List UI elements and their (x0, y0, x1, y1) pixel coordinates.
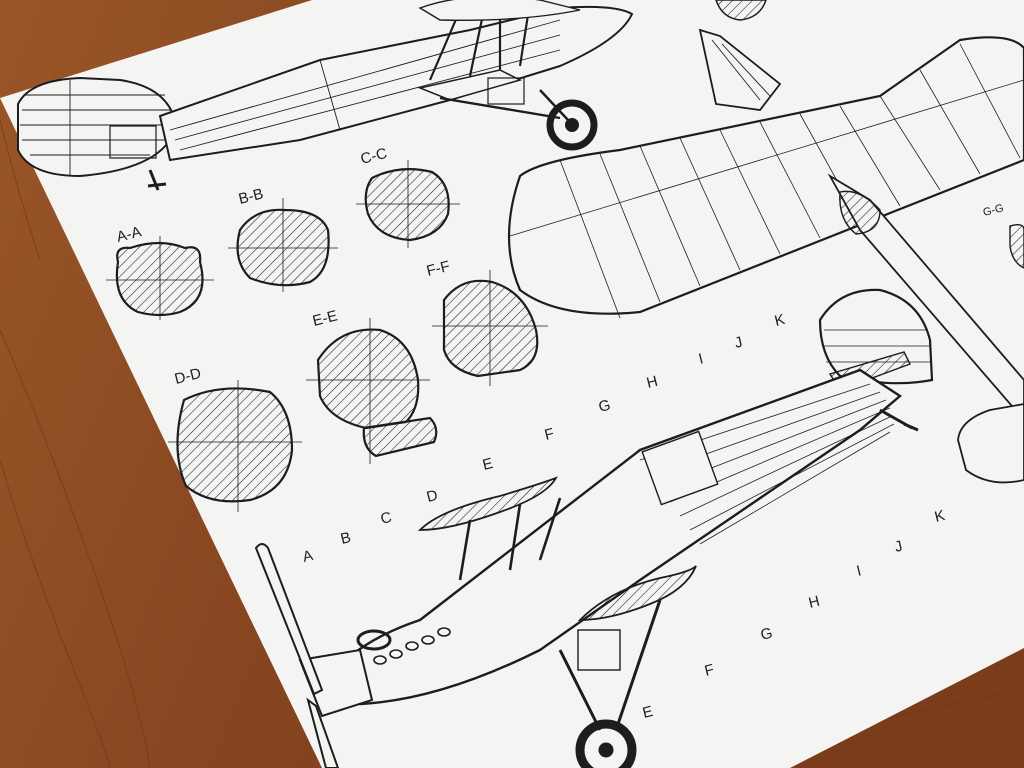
label-section-c-c: C-C (359, 145, 389, 168)
label-section-e-e: E-E (311, 307, 339, 330)
station-lower-a: A (301, 547, 315, 566)
station-upper-j: J (733, 334, 744, 352)
station-upper-h: H (645, 373, 660, 392)
station-labels-lower: A B C D E F G H I J K (301, 487, 947, 722)
section-a-a (106, 236, 214, 320)
label-section-f-f: F-F (425, 258, 452, 280)
section-c-c (356, 160, 460, 248)
station-upper-i: I (697, 350, 705, 368)
top-view-wings (507, 0, 1024, 484)
label-section-d-d: D-D (173, 365, 203, 388)
station-upper-e: E (481, 455, 495, 474)
station-lower-k: K (933, 507, 947, 526)
station-lower-c: C (379, 509, 394, 528)
station-lower-g: G (759, 625, 774, 644)
section-labels: A-A B-B C-C D-D E-E F-F G-G (115, 145, 1005, 388)
section-e-e (306, 318, 438, 464)
station-lower-h: H (807, 593, 822, 612)
station-upper-g: G (597, 397, 612, 416)
label-section-b-b: B-B (237, 185, 265, 208)
station-lower-b: B (339, 529, 353, 548)
cross-sections (106, 160, 548, 512)
label-section-g-g: G-G (982, 202, 1005, 219)
station-lower-i: I (855, 562, 863, 580)
station-lower-j: J (893, 538, 904, 556)
side-view-aircraft-top (17, 0, 634, 191)
section-f-f (432, 270, 548, 386)
station-lower-d: D (425, 487, 440, 506)
station-lower-f: F (703, 661, 716, 680)
station-labels-upper: E F G H I J K (481, 311, 787, 474)
section-b-b (228, 198, 338, 292)
station-upper-f: F (543, 425, 556, 444)
station-lower-e: E (641, 703, 655, 722)
label-section-a-a: A-A (115, 223, 143, 246)
station-upper-k: K (773, 311, 787, 330)
side-view-aircraft-bottom (254, 288, 934, 768)
section-d-d (168, 380, 302, 512)
